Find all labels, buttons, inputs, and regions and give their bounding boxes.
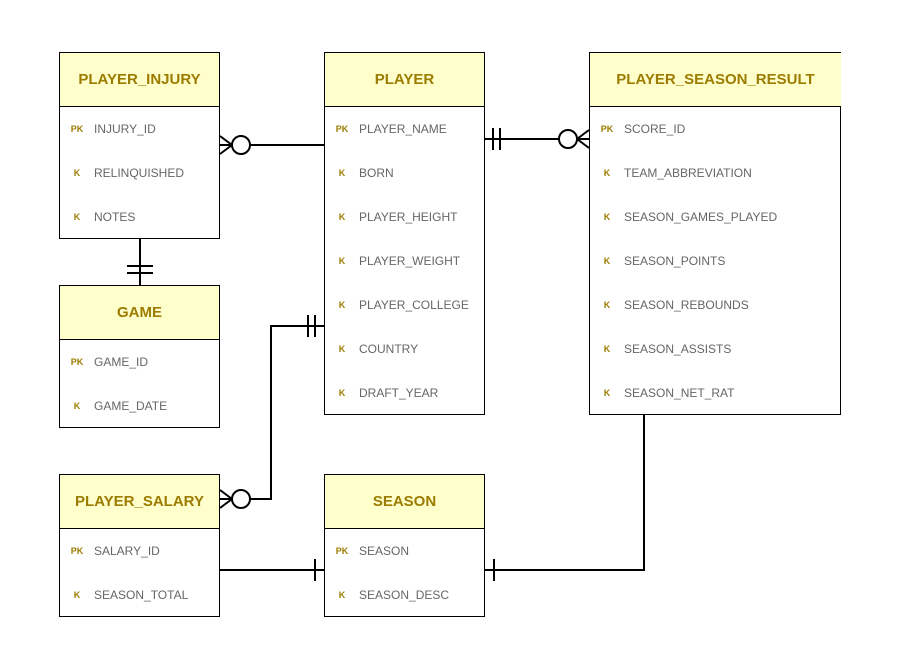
attribute-row: PK SCORE_ID <box>590 107 840 151</box>
key-badge: K <box>73 590 81 600</box>
entity-title: PLAYER_INJURY <box>60 53 219 107</box>
attribute-row: PK GAME_ID <box>60 340 219 384</box>
entity-title: GAME <box>60 286 219 340</box>
entity-player[interactable]: PLAYER PK PLAYER_NAME K BORN K PLAYER_HE… <box>324 52 485 415</box>
attribute-name: TEAM_ABBREVIATION <box>624 166 752 180</box>
attribute-name: GAME_ID <box>94 355 149 369</box>
key-badge: K <box>338 300 346 310</box>
attribute-row: PK SALARY_ID <box>60 529 219 573</box>
attribute-name: PLAYER_NAME <box>359 122 447 136</box>
attribute-name: SEASON_POINTS <box>624 254 726 268</box>
attribute-row: PK INJURY_ID <box>60 107 219 151</box>
attribute-name: SEASON_GAMES_PLAYED <box>624 210 778 224</box>
attribute-row: K PLAYER_WEIGHT <box>325 239 484 283</box>
attribute-name: SEASON_TOTAL <box>94 588 189 602</box>
entity-player-season-result[interactable]: PLAYER_SEASON_RESULT PK SCORE_ID K TEAM_… <box>589 52 841 415</box>
attribute-row: K TEAM_ABBREVIATION <box>590 151 840 195</box>
entity-season[interactable]: SEASON PK SEASON K SEASON_DESC <box>324 474 485 617</box>
attribute-name: RELINQUISHED <box>94 166 185 180</box>
key-badge: K <box>338 256 346 266</box>
entity-title: SEASON <box>325 475 484 529</box>
key-badge: PK <box>70 546 84 556</box>
entity-title: PLAYER_SEASON_RESULT <box>590 53 841 107</box>
key-badge: PK <box>70 357 84 367</box>
key-badge: PK <box>335 124 349 134</box>
attribute-row: K SEASON_POINTS <box>590 239 840 283</box>
attribute-name: PLAYER_WEIGHT <box>359 254 461 268</box>
attribute-row: PK SEASON <box>325 529 484 573</box>
attribute-name: INJURY_ID <box>94 122 156 136</box>
key-badge: K <box>603 344 611 354</box>
attribute-row: K RELINQUISHED <box>60 151 219 195</box>
key-badge: K <box>338 168 346 178</box>
attribute-row: K SEASON_NET_RAT <box>590 371 840 415</box>
attribute-name: SEASON_DESC <box>359 588 450 602</box>
key-badge: K <box>338 344 346 354</box>
attribute-name: SALARY_ID <box>94 544 160 558</box>
attribute-name: SEASON <box>359 544 410 558</box>
attribute-name: DRAFT_YEAR <box>359 386 439 400</box>
key-badge: K <box>603 388 611 398</box>
attribute-row: K COUNTRY <box>325 327 484 371</box>
attribute-name: BORN <box>359 166 394 180</box>
key-badge: K <box>338 590 346 600</box>
attribute-row: K GAME_DATE <box>60 384 219 428</box>
rel-player-to-player-salary <box>219 315 324 509</box>
key-badge: PK <box>335 546 349 556</box>
entity-title: PLAYER_SALARY <box>60 475 219 529</box>
entity-title: PLAYER <box>325 53 484 107</box>
key-badge: K <box>338 388 346 398</box>
attribute-row: K SEASON_REBOUNDS <box>590 283 840 327</box>
rel-player-salary-to-season <box>220 559 324 581</box>
attribute-name: PLAYER_HEIGHT <box>359 210 458 224</box>
key-badge: K <box>73 212 81 222</box>
key-badge: K <box>73 401 81 411</box>
entity-player-salary[interactable]: PLAYER_SALARY PK SALARY_ID K SEASON_TOTA… <box>59 474 220 617</box>
key-badge: K <box>73 168 81 178</box>
entity-game[interactable]: GAME PK GAME_ID K GAME_DATE <box>59 285 220 428</box>
key-badge: K <box>603 300 611 310</box>
attribute-row: K SEASON_TOTAL <box>60 573 219 617</box>
attribute-row: K NOTES <box>60 195 219 239</box>
attribute-name: COUNTRY <box>359 342 419 356</box>
rel-player-injury-to-player <box>219 135 324 155</box>
attribute-row: K SEASON_ASSISTS <box>590 327 840 371</box>
key-badge: K <box>603 212 611 222</box>
key-badge: PK <box>600 124 614 134</box>
entity-player-injury[interactable]: PLAYER_INJURY PK INJURY_ID K RELINQUISHE… <box>59 52 220 239</box>
rel-player-to-player-season-result <box>485 128 590 150</box>
rel-player-season-result-to-season <box>485 415 645 581</box>
attribute-row: PK PLAYER_NAME <box>325 107 484 151</box>
key-badge: K <box>603 256 611 266</box>
attribute-name: SCORE_ID <box>624 122 686 136</box>
attribute-row: K PLAYER_COLLEGE <box>325 283 484 327</box>
attribute-row: K PLAYER_HEIGHT <box>325 195 484 239</box>
attribute-name: SEASON_ASSISTS <box>624 342 732 356</box>
attribute-row: K BORN <box>325 151 484 195</box>
attribute-row: K DRAFT_YEAR <box>325 371 484 415</box>
attribute-name: NOTES <box>94 210 136 224</box>
key-badge: K <box>603 168 611 178</box>
attribute-name: SEASON_REBOUNDS <box>624 298 749 312</box>
attribute-row: K SEASON_GAMES_PLAYED <box>590 195 840 239</box>
attribute-name: PLAYER_COLLEGE <box>359 298 469 312</box>
attribute-row: K SEASON_DESC <box>325 573 484 617</box>
rel-player-injury-to-game <box>127 239 153 285</box>
attribute-name: GAME_DATE <box>94 399 168 413</box>
attribute-name: SEASON_NET_RAT <box>624 386 735 400</box>
key-badge: K <box>338 212 346 222</box>
key-badge: PK <box>70 124 84 134</box>
